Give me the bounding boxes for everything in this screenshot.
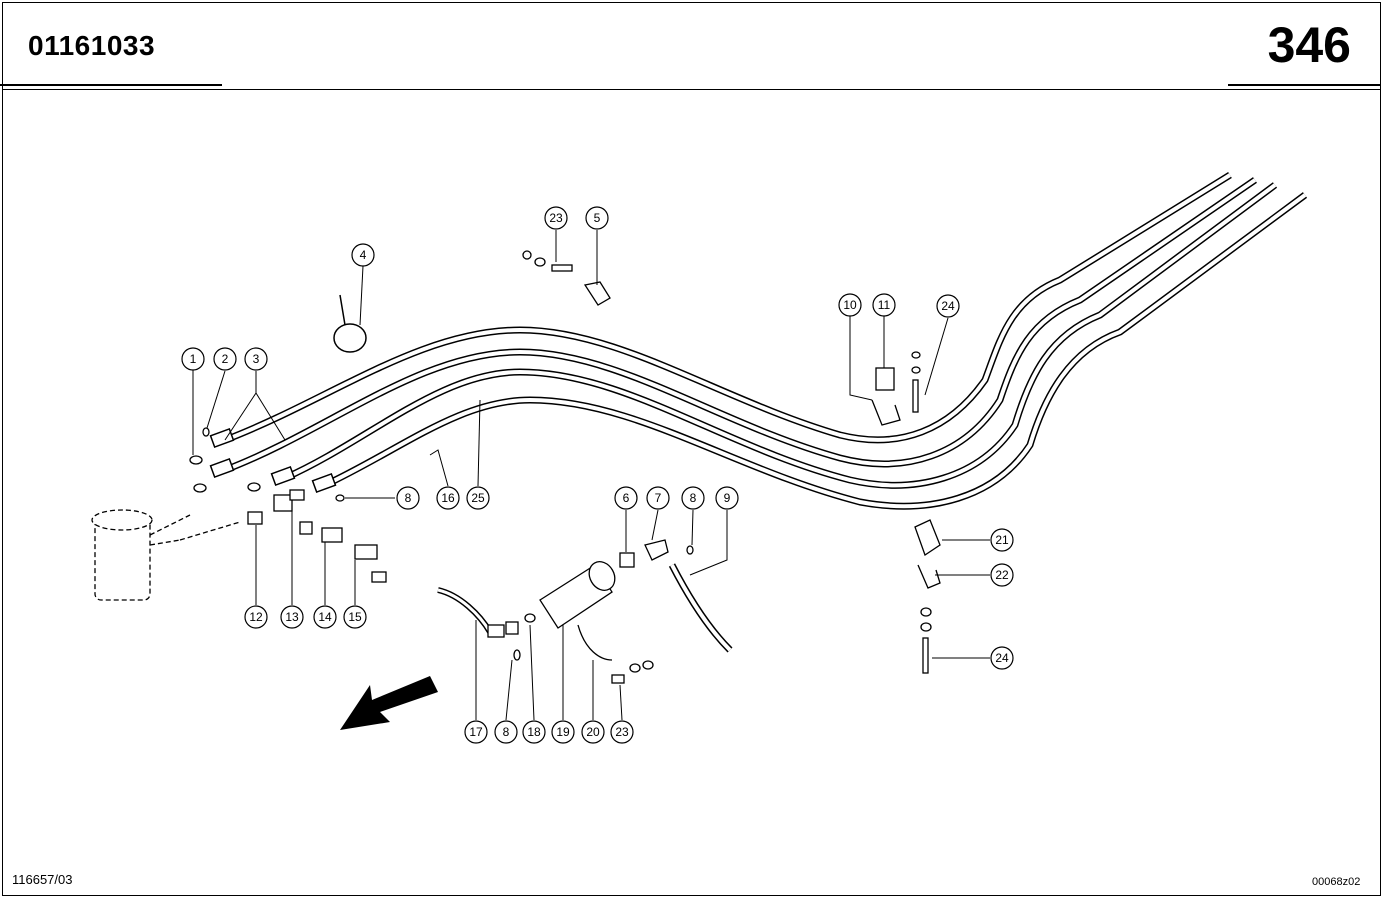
callout-7[interactable]: 7 [646,486,670,510]
callout-17[interactable]: 17 [464,720,488,744]
callout-24-bottom-label: 24 [995,651,1009,665]
callout-16[interactable]: 16 [436,486,460,510]
callout-8-bottom-label: 8 [503,725,510,739]
callout-23-top-label: 23 [549,211,563,225]
callout-8-middle-label: 8 [690,491,697,505]
callout-23-bottom-label: 23 [615,725,629,739]
callout-10[interactable]: 10 [838,293,862,317]
callout-24-top-label: 24 [941,299,955,313]
callout-10-label: 10 [843,298,857,312]
document-number-underline [0,84,222,86]
clamp-assembly-top [522,250,611,306]
callout-21-label: 21 [995,533,1009,547]
callout-6[interactable]: 6 [614,486,638,510]
hose-line-1 [223,172,1232,444]
clamp-assembly-right [871,351,921,426]
clamp-assembly-lower-right [914,519,941,674]
callout-5-label: 5 [594,211,601,225]
leader-lines [192,230,990,721]
callout-14[interactable]: 14 [313,605,337,629]
callout-13[interactable]: 13 [280,605,304,629]
header-divider [3,89,1380,90]
callout-22-label: 22 [995,568,1009,582]
callout-18[interactable]: 18 [522,720,546,744]
callout-9-label: 9 [724,491,731,505]
hose-line-4 [323,192,1308,510]
callout-4-label: 4 [360,248,367,262]
callout-8-bottom[interactable]: 8 [494,720,518,744]
callout-23-top[interactable]: 23 [544,206,568,230]
callout-14-label: 14 [318,610,332,624]
callouts: 1 2 3 4 5 23 10 11 24 8 16 25 6 7 8 9 21… [181,206,1014,744]
callout-2-label: 2 [222,352,229,366]
callout-22[interactable]: 22 [990,563,1014,587]
callout-19[interactable]: 19 [551,720,575,744]
callout-24-bottom[interactable]: 24 [990,646,1014,670]
callout-20-label: 20 [586,725,600,739]
pressure-filter-assembly [437,539,733,684]
small-fittings-left [189,427,387,583]
callout-11[interactable]: 11 [872,293,896,317]
callout-1[interactable]: 1 [181,347,205,371]
callout-16-label: 16 [441,491,455,505]
callout-3-label: 3 [253,352,260,366]
hose-line-3 [283,182,1278,489]
callout-4[interactable]: 4 [351,243,375,267]
callout-6-label: 6 [623,491,630,505]
callout-25-label: 25 [471,491,485,505]
callout-13-label: 13 [285,610,299,624]
callout-23-bottom[interactable]: 23 [610,720,634,744]
callout-1-label: 1 [190,352,197,366]
callout-7-label: 7 [655,491,662,505]
callout-19-label: 19 [556,725,570,739]
callout-18-label: 18 [527,725,541,739]
callout-8-middle[interactable]: 8 [681,486,705,510]
callout-11-label: 11 [878,298,891,312]
callout-25[interactable]: 25 [466,486,490,510]
callout-9[interactable]: 9 [715,486,739,510]
footer-left-code: 116657/03 [12,872,73,887]
page-number: 346 [1267,17,1351,73]
callout-12[interactable]: 12 [244,605,268,629]
callout-21[interactable]: 21 [990,528,1014,552]
filter-housing [91,509,241,601]
callout-12-label: 12 [249,610,263,624]
cable-tie [333,294,367,353]
callout-15[interactable]: 15 [343,605,367,629]
callout-8-left[interactable]: 8 [396,486,420,510]
callout-24-top[interactable]: 24 [936,294,960,318]
document-number: 01161033 [28,30,156,61]
callout-2[interactable]: 2 [213,347,237,371]
callout-20[interactable]: 20 [581,720,605,744]
callout-5[interactable]: 5 [585,206,609,230]
hose-line-2 [223,177,1257,474]
direction-arrow [340,676,438,730]
hose-lines [209,172,1308,510]
callout-3[interactable]: 3 [244,347,268,371]
callout-15-label: 15 [348,610,362,624]
callout-8-left-label: 8 [405,491,412,505]
callout-17-label: 17 [469,725,483,739]
footer-right-code: 00068z02 [1312,876,1361,888]
page-number-underline [1228,84,1381,86]
